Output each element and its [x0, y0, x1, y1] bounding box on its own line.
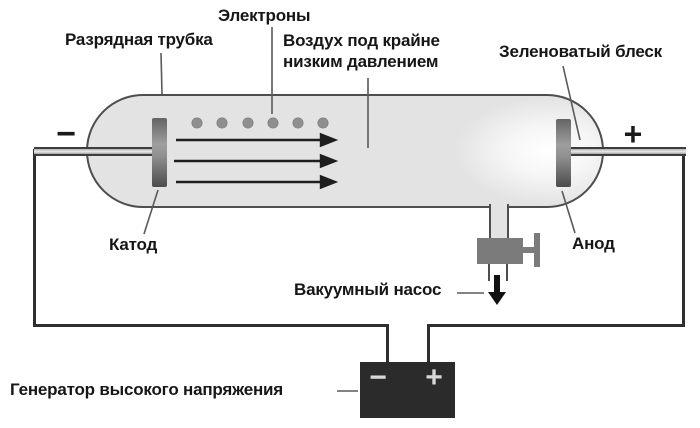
circuit-left-vertical-wire	[33, 149, 36, 327]
pump-suction-arrow	[488, 275, 506, 305]
discharge-tube-leader-line	[160, 52, 163, 95]
discharge-tube	[86, 94, 604, 208]
circuit-bottom-left-wire	[33, 324, 389, 327]
generator-label: Генератор высокого напряжения	[10, 380, 284, 399]
battery-positive-terminal-wire	[427, 326, 430, 363]
cathode-lead-wire	[34, 147, 154, 156]
greenish-glow-label: Зеленоватый блеск	[499, 42, 662, 61]
cathode-electrode	[152, 118, 167, 187]
anode-label: Анод	[572, 234, 615, 253]
anode-electrode	[556, 119, 571, 187]
pump-arrow-shaft	[494, 275, 500, 294]
air-low-pressure-label: Воздух под крайне низким давлением	[283, 31, 440, 71]
circuit-right-vertical-wire	[682, 154, 685, 327]
tube-minus-sign: −	[56, 114, 76, 153]
battery-negative-terminal-wire	[386, 326, 389, 363]
anode-lead-wire	[566, 147, 686, 156]
circuit-bottom-right-wire	[427, 324, 685, 327]
leader-lines	[143, 27, 581, 392]
pump-outlet-right-wall	[506, 264, 508, 281]
pump-arrowhead	[488, 292, 506, 305]
vacuum-pump-label: Вакуумный насос	[294, 280, 442, 299]
stopcock-valve-handle	[534, 233, 540, 267]
battery-plus-sign: +	[425, 361, 443, 394]
tube-plus-sign: +	[623, 115, 643, 152]
battery-minus-sign: −	[369, 361, 387, 394]
pump-connection-tube	[489, 204, 509, 238]
discharge-tube-label: Разрядная трубка	[65, 30, 213, 49]
cathode-label: Катод	[109, 235, 158, 254]
stopcock-valve	[477, 238, 523, 264]
pump-outlet-left-wall	[488, 264, 490, 281]
high-voltage-generator: − +	[360, 361, 455, 418]
electrons-label: Электроны	[218, 6, 311, 25]
stopcock-valve-stem	[522, 247, 535, 253]
